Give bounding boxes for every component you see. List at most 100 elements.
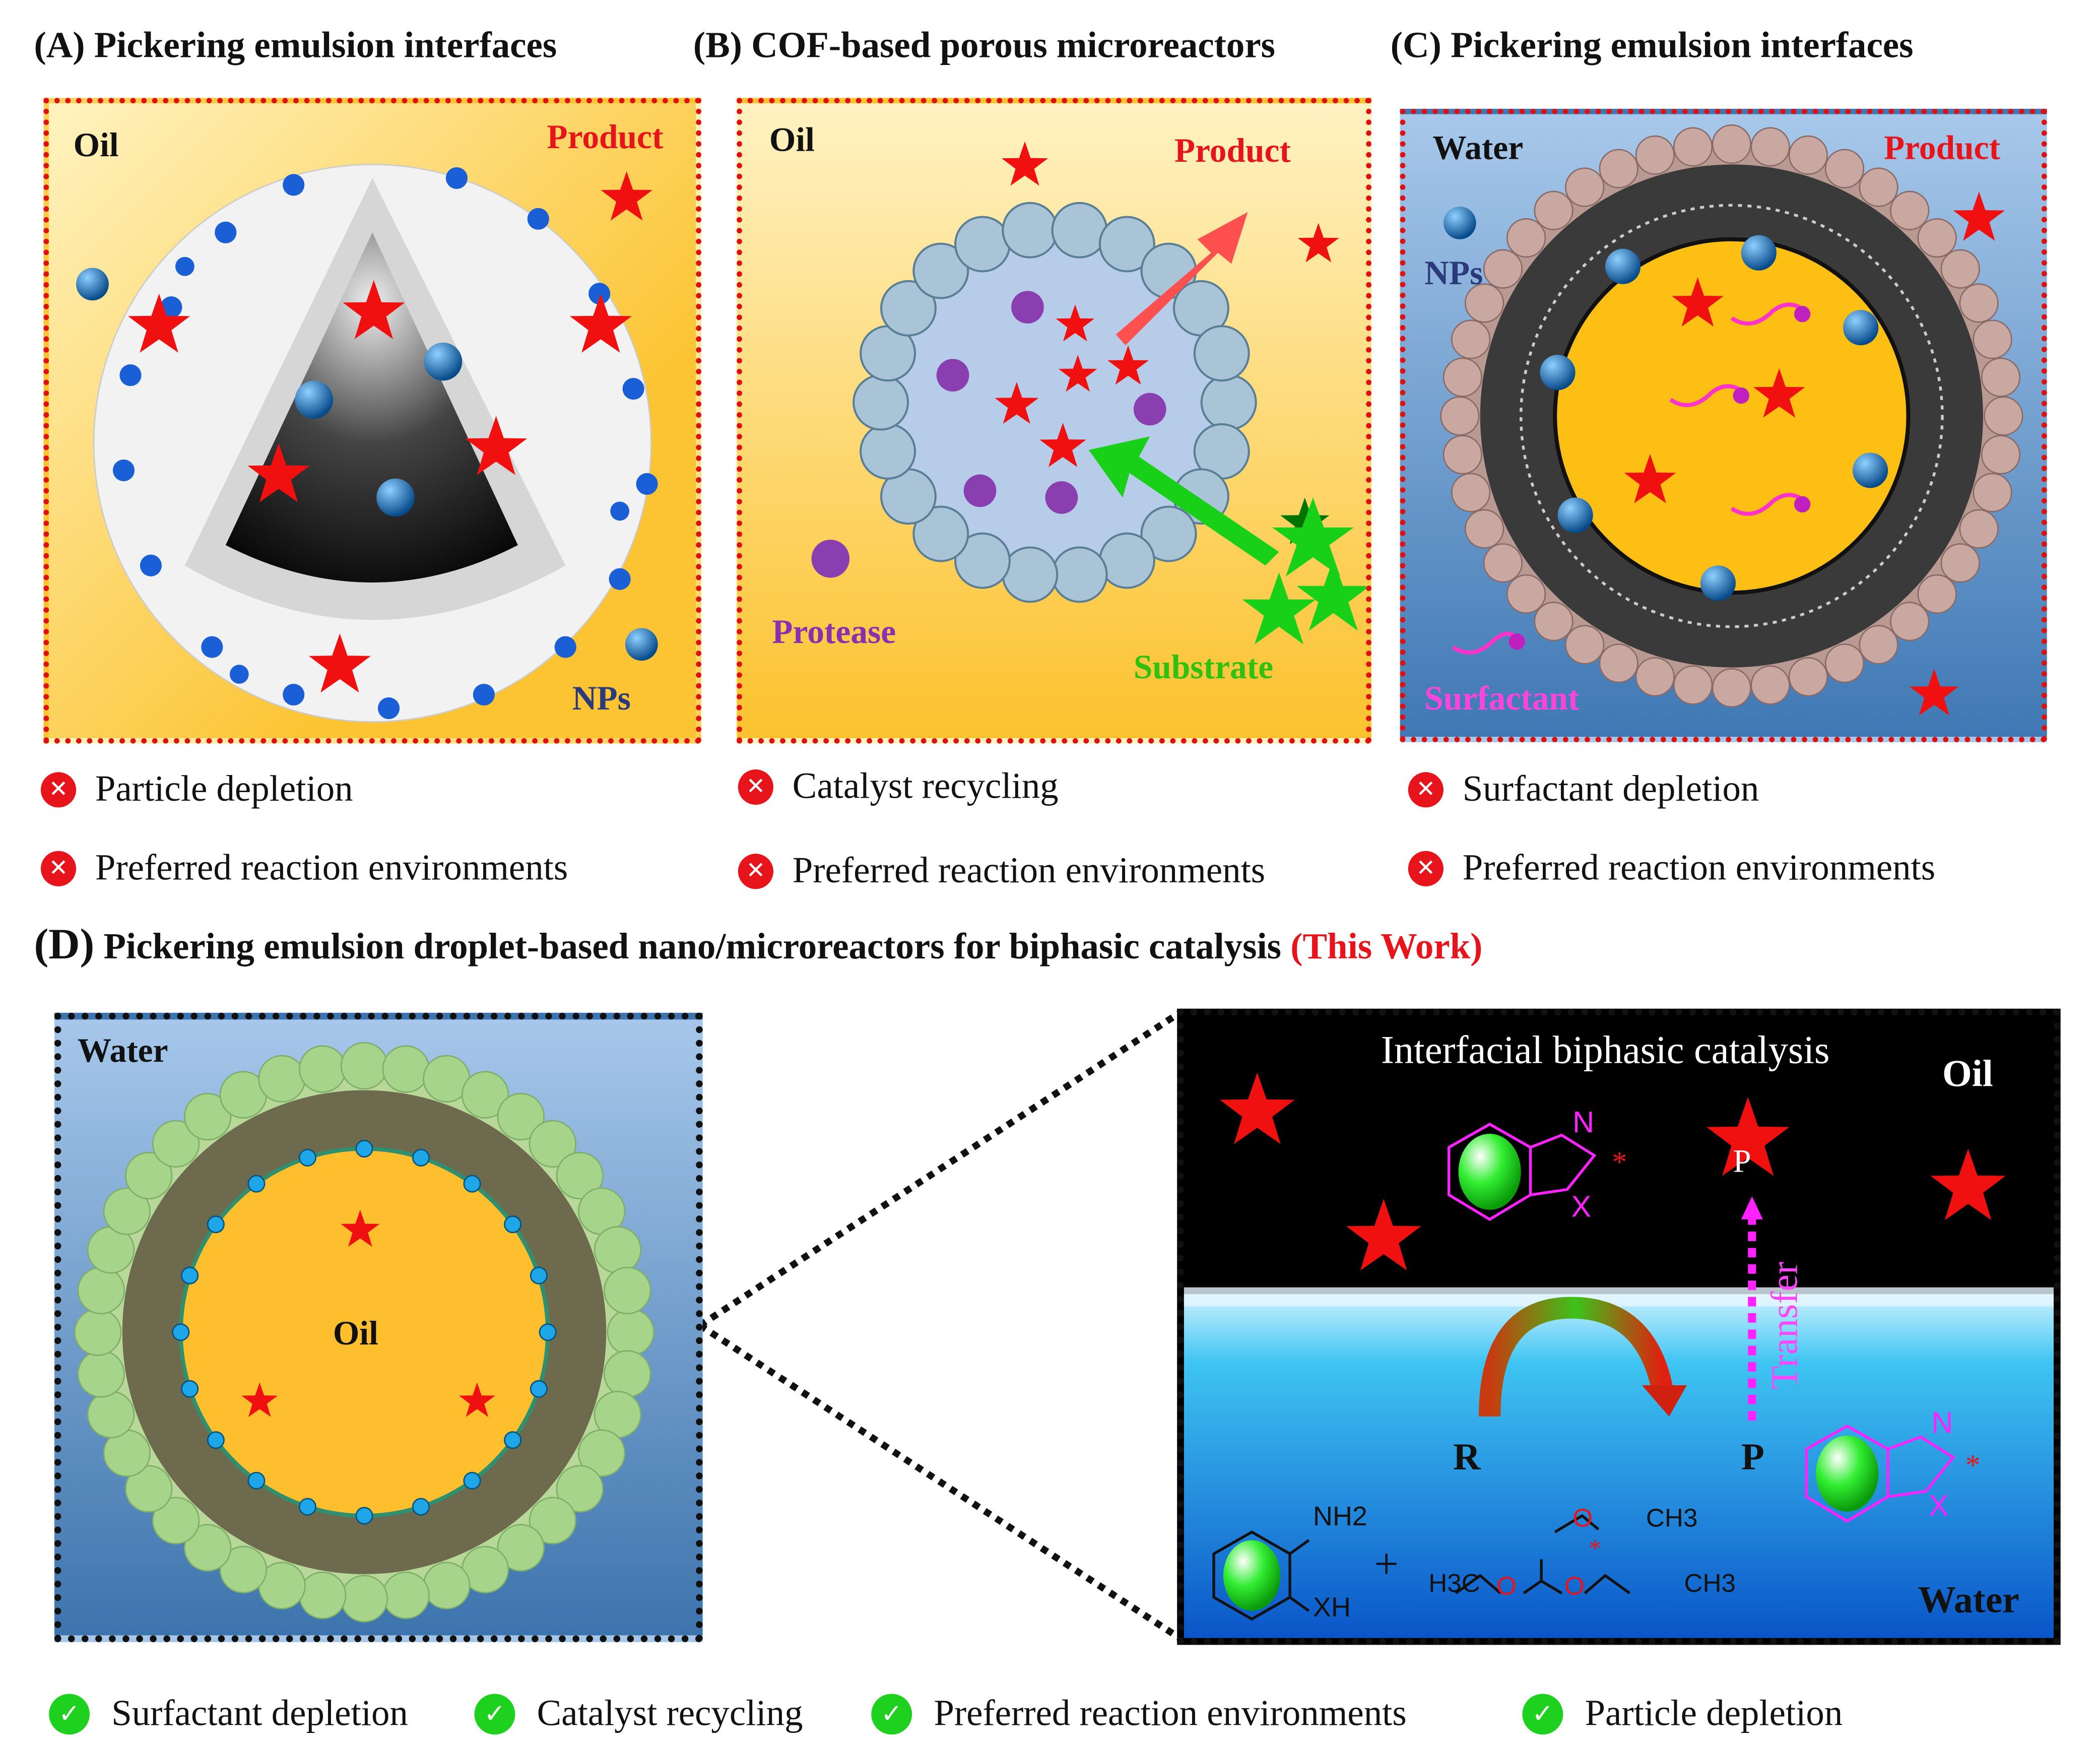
ring-bead (463, 1175, 481, 1193)
panel-b-title: (B) COF-based porous microreactors (693, 24, 1275, 66)
ring-bead (1051, 202, 1108, 259)
ring-bead (1506, 574, 1546, 614)
oxygen-atom: O (1564, 1573, 1585, 1601)
ring-bead (461, 1071, 509, 1119)
ring-bead (1712, 668, 1751, 708)
hollow-sphere-diagram (76, 164, 658, 723)
oil-label: Oil (73, 127, 119, 165)
ring-bead (103, 1187, 151, 1235)
panel-d-droplet: Water Oil (54, 1012, 703, 1642)
ring-bead (382, 1045, 430, 1093)
ring-bead (1440, 396, 1480, 436)
cross-icon: ✕ (40, 850, 77, 886)
ring-bead (183, 1524, 232, 1572)
ring-bead (1959, 283, 1999, 323)
ring-bead (1824, 149, 1865, 188)
ring-bead (1534, 190, 1573, 230)
cross-icon: ✕ (738, 768, 773, 804)
ring-bead (1824, 643, 1865, 683)
check-icon: ✓ (474, 1693, 515, 1734)
panel-d-title: (D) Pickering emulsion droplet-based nan… (34, 919, 1482, 970)
oxygen-atom: O (1496, 1573, 1517, 1601)
ring-bead (87, 1390, 135, 1439)
ring-bead (504, 1215, 522, 1234)
ring-bead (1451, 473, 1491, 512)
ring-bead (152, 1120, 200, 1168)
xh-group: XH (1312, 1593, 1351, 1624)
ring-bead (954, 216, 1011, 273)
panel-d-heading: Pickering emulsion droplet-based nano/mi… (103, 926, 1282, 967)
con-label: Surfactant depletion (1462, 768, 1759, 809)
ring-bead (1940, 543, 1980, 583)
ring-bead (258, 1055, 306, 1103)
ring-bead (594, 1226, 642, 1274)
ring-bead (1788, 135, 1828, 175)
ring-bead (1442, 357, 1482, 397)
con-label: Preferred reaction environments (95, 847, 568, 888)
ring-bead (1984, 396, 2023, 436)
asterisk: * (1589, 1534, 1601, 1562)
ring-bead (1750, 665, 1790, 705)
con-label: Catalyst recycling (792, 765, 1059, 806)
this-work-highlight: (This Work) (1290, 926, 1483, 967)
ring-bead (463, 1471, 481, 1490)
cross-icon: ✕ (1408, 850, 1443, 886)
nps-label: NPs (1424, 255, 1483, 293)
ring-bead (1483, 543, 1523, 583)
oxygen-atom: O (1572, 1505, 1593, 1534)
ch3-group: CH3 (1646, 1505, 1698, 1534)
ring-bead (1464, 509, 1504, 549)
ring-bead (497, 1092, 545, 1141)
panel-d-interface: Interfacial biphasic catalysis Oil Water… (1177, 1008, 2061, 1645)
nh2-group: NH2 (1312, 1502, 1367, 1532)
ring-bead (604, 1350, 651, 1398)
ring-bead (298, 1498, 316, 1516)
con-item: ✕Surfactant depletion (1408, 768, 1759, 810)
ring-bead (912, 505, 969, 562)
ring-bead (1451, 319, 1491, 359)
cross-icon: ✕ (40, 771, 77, 807)
panel-a-title: (A) Pickering emulsion interfaces (34, 24, 557, 66)
pro-label: Particle depletion (1585, 1692, 1843, 1733)
pickering-droplet-diagram (74, 1042, 654, 1623)
ring-bead (219, 1545, 268, 1594)
water-label: Water (1918, 1579, 2019, 1622)
ring-bead (1002, 202, 1059, 259)
ring-bead (340, 1042, 388, 1090)
ring-bead (1442, 435, 1482, 475)
asterisk: * (1965, 1448, 1981, 1482)
panel-d-label: (D) (34, 919, 95, 968)
ch3-group: CH3 (1684, 1570, 1736, 1599)
ring-bead (125, 1465, 173, 1513)
pro-label: Surfactant depletion (111, 1692, 408, 1733)
ring-bead (298, 1148, 316, 1167)
ring-bead (1002, 546, 1059, 603)
ring-bead (1140, 505, 1197, 562)
atom-n: N (1572, 1105, 1595, 1139)
ring-bead (1859, 167, 1898, 207)
ring-bead (577, 1429, 626, 1477)
ring-bead (1599, 149, 1638, 188)
ring-bead (852, 374, 909, 431)
ring-bead (1940, 249, 1980, 289)
con-item: ✕ Catalyst recycling (738, 765, 1059, 808)
ring-bead (181, 1380, 199, 1398)
ring-bead (1464, 283, 1504, 323)
ring-bead (299, 1045, 347, 1093)
con-label: Particle depletion (95, 768, 353, 809)
ring-bead (1635, 135, 1675, 175)
ring-bead (880, 280, 937, 337)
ring-bead (247, 1175, 266, 1193)
ring-bead (604, 1266, 651, 1315)
plus-sign: + (1374, 1538, 1399, 1588)
water-label: Water (77, 1033, 168, 1070)
product-label: Product (547, 119, 664, 157)
pro-item: ✓Surfactant depletion (49, 1693, 408, 1735)
ring-bead (1750, 127, 1790, 167)
ring-bead (954, 532, 1011, 589)
product-star-label: P (1733, 1144, 1751, 1180)
oil-label: Oil (1942, 1053, 1993, 1096)
interfacial-catalysis-diagram (1184, 1072, 2054, 1638)
product-label: P (1741, 1437, 1764, 1479)
ring-bead (1981, 435, 2021, 475)
